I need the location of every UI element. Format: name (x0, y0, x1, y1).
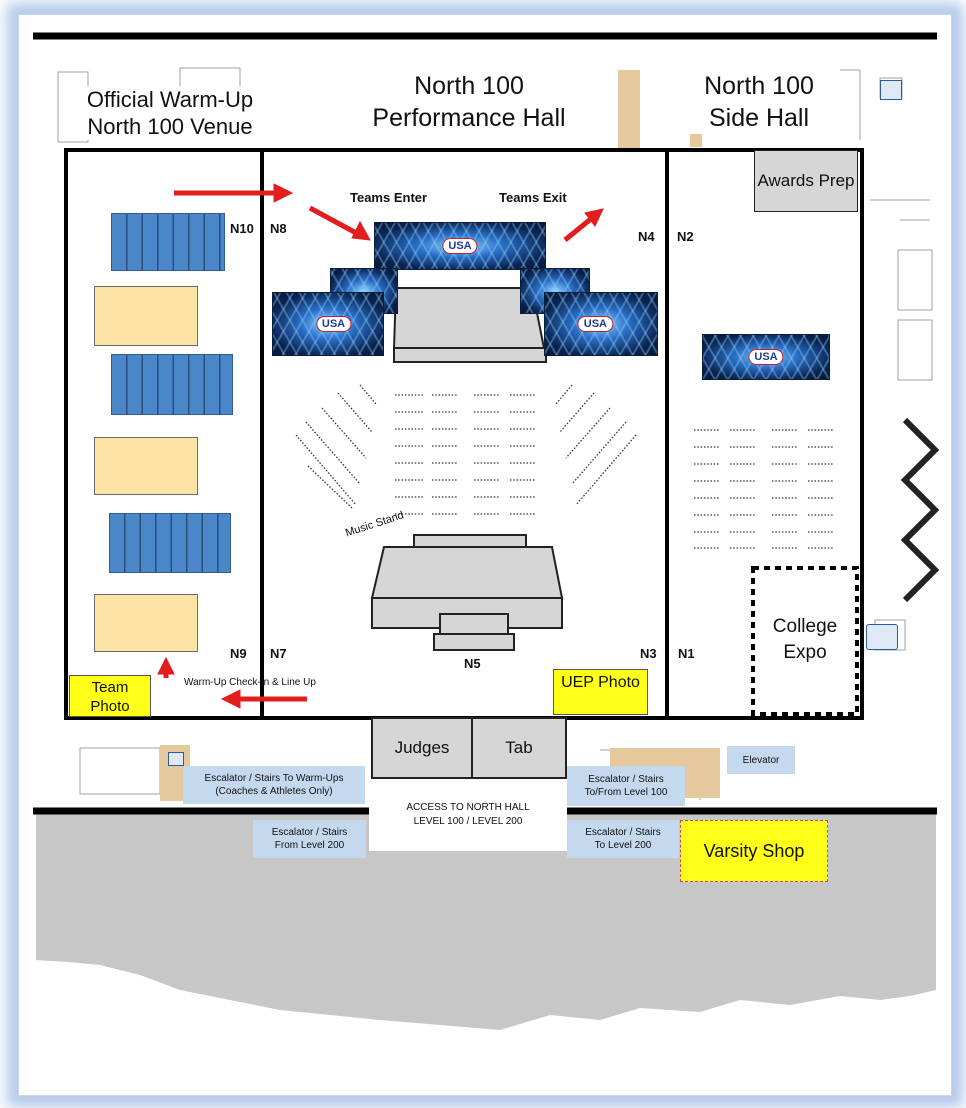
tab-area[interactable]: Tab (471, 717, 567, 779)
video-wall-left-outer: USA (272, 292, 384, 356)
performance-hall-heading: North 100 Performance Hall (354, 70, 584, 134)
stair-zigzag (900, 417, 940, 603)
escalator-to-from-100-tag: Escalator / Stairs To/From Level 100 (567, 766, 685, 806)
music-stand-platform (413, 534, 527, 548)
awards-prep-room[interactable]: Awards Prep (754, 150, 858, 212)
escalator-icon (866, 624, 898, 650)
teams-exit-label: Teams Exit (499, 190, 567, 205)
warmup-seating-3 (109, 513, 231, 573)
escalator-to-200-tag: Escalator / Stairs To Level 200 (567, 820, 679, 858)
usa-logo-icon: USA (748, 349, 784, 365)
stairs-icon (168, 752, 184, 766)
warmup-seating-2 (111, 354, 233, 415)
usa-nationals-logo-icon: USA (315, 316, 352, 332)
varsity-shop[interactable]: Varsity Shop (680, 820, 828, 882)
elevator-icon (880, 80, 902, 100)
warmup-checkin-label: Warm-Up Check-In & Line Up (184, 677, 316, 688)
post-n8: N8 (270, 221, 287, 236)
escalator-from-200-tag: Escalator / Stairs From Level 200 (253, 820, 366, 858)
usa-logo-icon: USA (442, 238, 478, 254)
direction-arrows (157, 183, 604, 709)
warmup-venue-heading: Official Warm-Up North 100 Venue (70, 86, 270, 140)
video-wall-right-outer: USA (544, 292, 658, 356)
post-n4: N4 (638, 229, 655, 244)
team-photo-area[interactable]: Team Photo (69, 675, 151, 717)
post-n2: N2 (677, 229, 694, 244)
post-n5: N5 (464, 656, 481, 671)
usa-nationals-logo-icon: USA (577, 316, 614, 332)
teams-enter-label: Teams Enter (350, 190, 428, 205)
escalator-to-warmups-tag: Escalator / Stairs To Warm-Ups (Coaches … (183, 766, 365, 804)
uep-photo-area[interactable]: UEP Photo (553, 669, 648, 715)
video-wall-side-hall: USA (702, 334, 830, 380)
warmup-mat-2 (94, 437, 198, 495)
side-hall-heading: North 100 Side Hall (686, 70, 832, 134)
college-expo-outline (751, 566, 859, 716)
video-wall-main: USA (374, 222, 546, 270)
post-n9: N9 (230, 646, 247, 661)
post-n1: N1 (678, 646, 695, 661)
college-expo-room[interactable]: College Expo (772, 616, 838, 663)
judges-area[interactable]: Judges (371, 717, 473, 779)
post-n3: N3 (640, 646, 657, 661)
warmup-mat-1 (94, 286, 198, 346)
post-n10: N10 (230, 221, 254, 236)
spectator-seating-center (295, 384, 637, 515)
elevator-tag: Elevator (727, 746, 795, 774)
access-north-hall: ACCESS TO NORTH HALL LEVEL 100 / LEVEL 2… (369, 779, 567, 851)
post-n7: N7 (270, 646, 287, 661)
spectator-seating-side-hall (694, 429, 834, 549)
warmup-mat-3 (94, 594, 198, 652)
warmup-seating-1 (111, 213, 225, 271)
